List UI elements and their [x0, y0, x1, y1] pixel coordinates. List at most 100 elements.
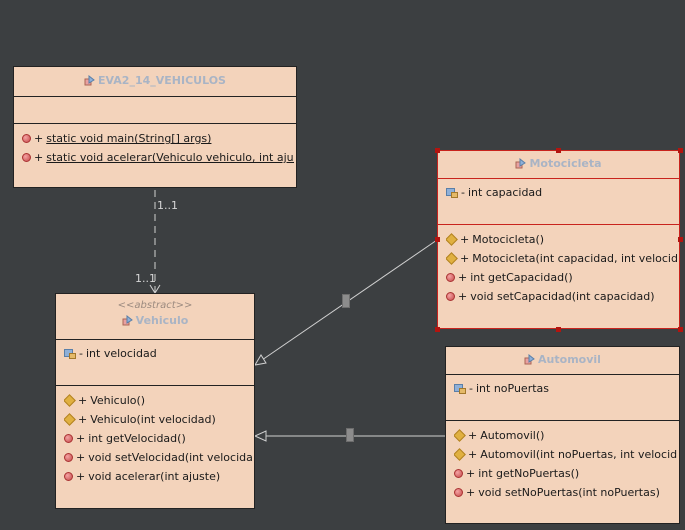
separator	[56, 339, 254, 340]
class-eva2-14-vehiculos[interactable]: EVA2_14_VEHICULOS + static void main(Str…	[13, 66, 297, 188]
visibility-marker: +	[468, 429, 478, 442]
separator	[14, 96, 296, 97]
visibility-marker: -	[469, 382, 473, 395]
bend-point-automovil[interactable]	[346, 428, 354, 442]
constructor-icon	[454, 448, 466, 461]
multiplicity-target-label: 1..1	[135, 272, 156, 285]
visibility-marker: +	[460, 252, 470, 265]
visibility-marker: +	[76, 432, 86, 445]
method-row[interactable]: + Automovil()	[454, 427, 677, 444]
method-row[interactable]: + static void acelerar(Vehiculo vehiculo…	[22, 149, 294, 166]
method-text: Motocicleta(int capacidad, int velocida	[472, 252, 677, 265]
separator	[14, 123, 296, 124]
visibility-marker: -	[79, 347, 83, 360]
visibility-marker: +	[458, 290, 468, 303]
resize-handle-se[interactable]	[678, 327, 683, 332]
constructor-icon	[454, 429, 466, 442]
resize-handle-e[interactable]	[678, 237, 683, 242]
method-row[interactable]: + Motocicleta(int capacidad, int velocid…	[446, 250, 677, 267]
resize-handle-ne[interactable]	[678, 148, 683, 153]
private-method-icon	[446, 273, 455, 282]
method-text: void setVelocidad(int velocidad	[88, 451, 252, 464]
visibility-marker: +	[468, 448, 478, 461]
visibility-marker: +	[34, 151, 44, 164]
method-row[interactable]: + Automovil(int noPuertas, int velocida	[454, 446, 677, 463]
visibility-marker: +	[76, 451, 86, 464]
generalization-arrowhead-motocicleta	[254, 354, 267, 366]
private-method-icon	[454, 469, 463, 478]
class-name-text: Motocicleta	[529, 157, 602, 170]
method-row[interactable]: + Vehiculo(int velocidad)	[64, 411, 252, 428]
method-row[interactable]: + int getVelocidad()	[64, 430, 252, 447]
method-row[interactable]: + void setNoPuertas(int noPuertas)	[454, 484, 677, 501]
separator	[56, 385, 254, 386]
method-text: Motocicleta()	[472, 233, 545, 246]
constructor-icon	[446, 252, 458, 265]
class-name: Vehiculo	[56, 314, 254, 327]
method-row[interactable]: + void setCapacidad(int capacidad)	[446, 288, 677, 305]
stereotype-label: <<abstract>>	[117, 300, 193, 311]
field-icon	[64, 348, 76, 359]
class-header: <<abstract>> Vehiculo	[56, 294, 254, 339]
attribute-row[interactable]: - int noPuertas	[454, 380, 677, 397]
attribute-text: int velocidad	[85, 347, 157, 360]
bend-point-motocicleta[interactable]	[342, 294, 350, 308]
class-name-text: Vehiculo	[135, 314, 189, 327]
resize-handle-s[interactable]	[556, 327, 561, 332]
method-text: int getCapacidad()	[470, 271, 573, 284]
resize-handle-w[interactable]	[435, 237, 440, 242]
class-name-text: EVA2_14_VEHICULOS	[98, 74, 226, 87]
visibility-marker: +	[460, 233, 470, 246]
method-text: void setCapacidad(int capacidad)	[470, 290, 655, 303]
class-name: Automovil	[446, 353, 679, 366]
method-text: static void main(String[] args)	[46, 132, 212, 145]
visibility-marker: +	[466, 467, 476, 480]
private-method-icon	[64, 453, 73, 462]
class-motocicleta[interactable]: Motocicleta - int capacidad + Motociclet…	[437, 150, 680, 329]
visibility-marker: +	[466, 486, 476, 499]
private-method-icon	[22, 153, 31, 162]
class-name: EVA2_14_VEHICULOS	[14, 74, 296, 87]
separator	[438, 178, 679, 179]
class-vehiculo[interactable]: <<abstract>> Vehiculo - int velocidad + …	[55, 293, 255, 509]
class-automovil[interactable]: Automovil - int noPuertas + Automovil() …	[445, 346, 680, 524]
resize-handle-nw[interactable]	[435, 148, 440, 153]
attribute-row[interactable]: - int velocidad	[64, 345, 252, 362]
attribute-text: int noPuertas	[475, 382, 550, 395]
method-row[interactable]: + Vehiculo()	[64, 392, 252, 409]
method-row[interactable]: + int getNoPuertas()	[454, 465, 677, 482]
resize-handle-n[interactable]	[556, 148, 561, 153]
method-text: static void acelerar(Vehiculo vehiculo, …	[46, 151, 294, 164]
method-text: int getVelocidad()	[88, 432, 186, 445]
method-row[interactable]: + int getCapacidad()	[446, 269, 677, 286]
method-text: void acelerar(int ajuste)	[88, 470, 221, 483]
method-row[interactable]: + Motocicleta()	[446, 231, 677, 248]
method-text: Vehiculo(int velocidad)	[90, 413, 216, 426]
visibility-marker: -	[461, 186, 465, 199]
class-icon	[515, 158, 527, 169]
class-name-text: Automovil	[538, 353, 601, 366]
constructor-icon	[64, 413, 76, 426]
attribute-row[interactable]: - int capacidad	[446, 184, 677, 201]
method-row[interactable]: + static void main(String[] args)	[22, 130, 294, 147]
class-header: Automovil	[446, 347, 679, 374]
dependency-arrowhead	[149, 284, 161, 294]
private-method-icon	[22, 134, 31, 143]
method-row[interactable]: + void acelerar(int ajuste)	[64, 468, 252, 485]
method-row[interactable]: + void setVelocidad(int velocidad	[64, 449, 252, 466]
field-icon	[454, 383, 466, 394]
constructor-icon	[446, 233, 458, 246]
visibility-marker: +	[458, 271, 468, 284]
class-icon	[122, 315, 133, 326]
visibility-marker: +	[78, 394, 88, 407]
attribute-text: int capacidad	[467, 186, 543, 199]
class-header: Motocicleta	[438, 151, 679, 178]
field-icon	[446, 187, 458, 198]
class-icon	[84, 75, 95, 86]
resize-handle-sw[interactable]	[435, 327, 440, 332]
method-text: void setNoPuertas(int noPuertas)	[478, 486, 660, 499]
method-text: Automovil(int noPuertas, int velocida	[480, 448, 677, 461]
separator	[438, 224, 679, 225]
separator	[446, 420, 679, 421]
